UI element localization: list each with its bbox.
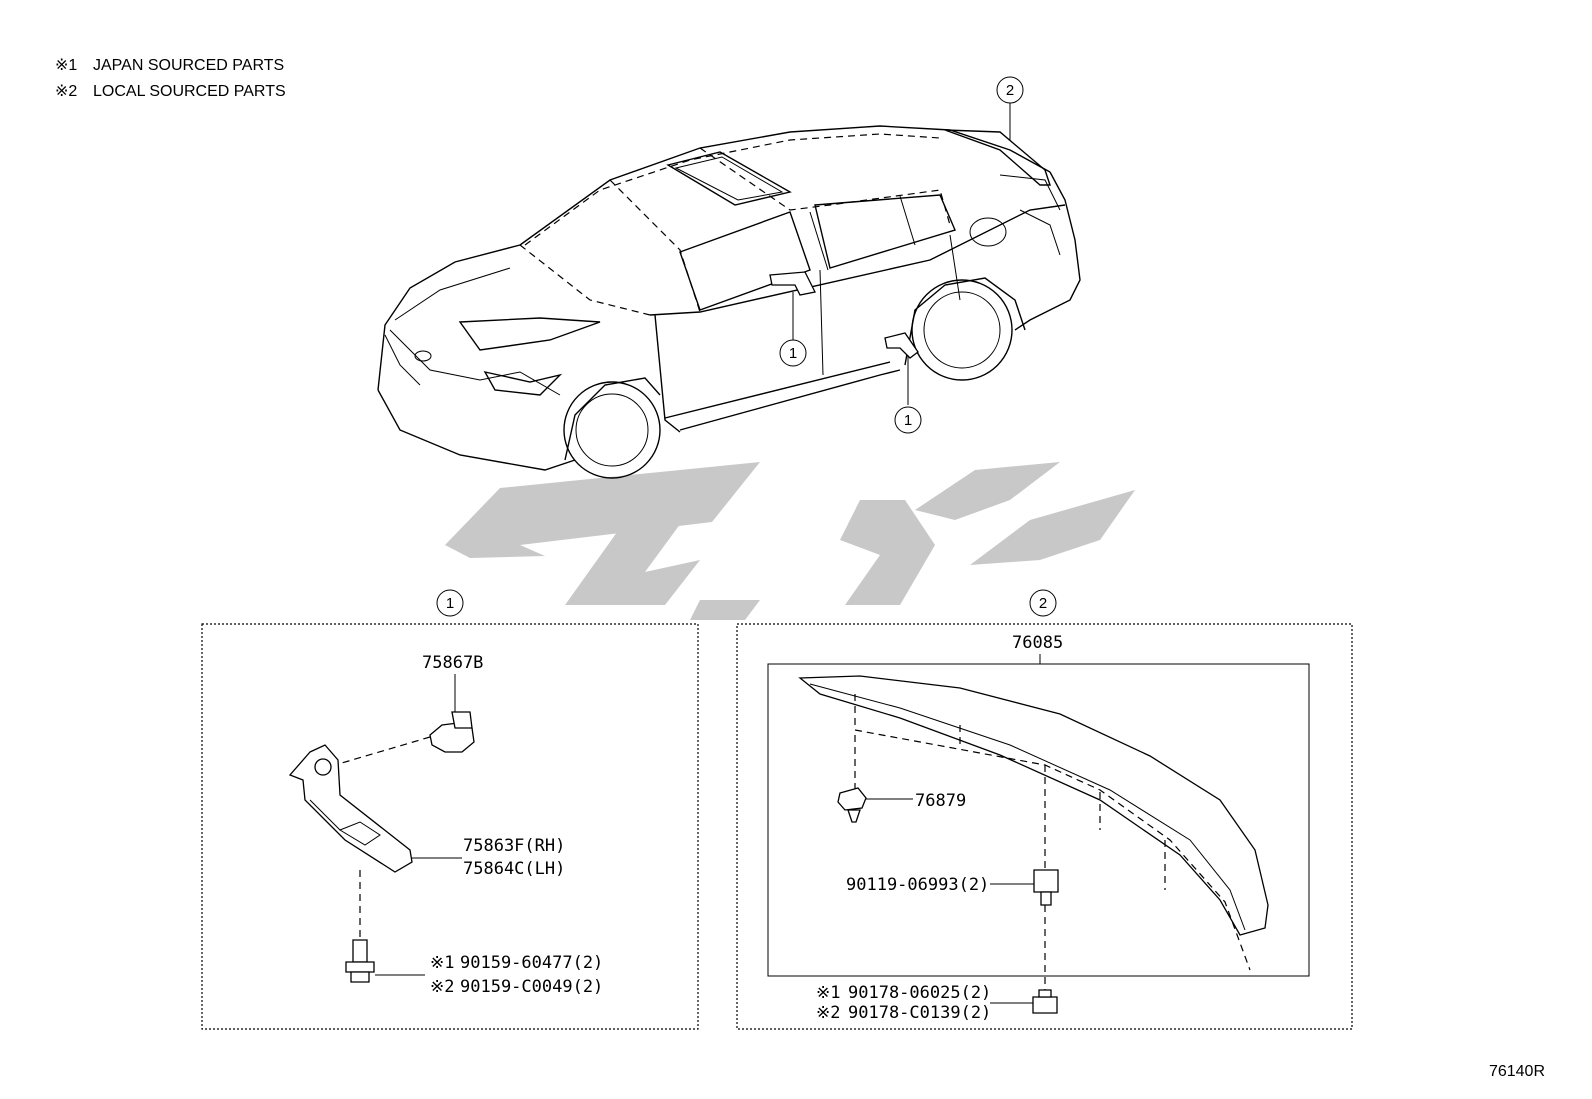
panel-1-door-bracket: 1 75867B 75863F(RH) 75864C(LH) ※1 90159-… xyxy=(201,589,699,1030)
legend-mark-1: ※1 xyxy=(55,57,77,74)
legend-text-2: LOCAL SOURCED PARTS xyxy=(93,83,286,100)
part-90159-60477-label: 90159-60477(2) xyxy=(460,953,603,973)
watermark-logo xyxy=(445,462,1135,620)
nut-japan-mark: ※1 xyxy=(816,983,840,1003)
part-90119-06993-label: 90119-06993(2) xyxy=(846,875,989,895)
legend-text-1: JAPAN SOURCED PARTS xyxy=(93,57,284,74)
part-75864c-lh-label: 75864C(LH) xyxy=(463,859,565,879)
callout-spoiler: 2 xyxy=(996,76,1024,104)
part-90178-c0139-label: 90178-C0139(2) xyxy=(848,1003,991,1023)
part-90178-06025-label: 90178-06025(2) xyxy=(848,983,991,1003)
nut-local-mark: ※2 xyxy=(816,1003,840,1023)
car-illustration xyxy=(377,103,1081,479)
callout-door-left-number: 1 xyxy=(789,345,797,362)
legend-mark-2: ※2 xyxy=(55,83,77,100)
part-75863f-rh-label: 75863F(RH) xyxy=(463,836,565,856)
callout-door-right: 1 xyxy=(894,406,922,434)
diagram-code: 76140R xyxy=(1489,1063,1545,1080)
legend: ※1 JAPAN SOURCED PARTS ※2 LOCAL SOURCED … xyxy=(55,57,286,100)
panel-2-rear-spoiler: 2 76085 76879 90119-06993(2) ※1 90178-06… xyxy=(736,589,1353,1030)
callout-spoiler-number: 2 xyxy=(1006,82,1014,99)
callout-door-left: 1 xyxy=(779,339,807,367)
screw-local-mark: ※2 xyxy=(430,977,454,997)
callout-door-right-number: 1 xyxy=(904,412,912,429)
part-75867b-label: 75867B xyxy=(422,653,483,673)
panel-2-callout-number: 2 xyxy=(1039,595,1047,612)
part-76879-label: 76879 xyxy=(915,791,966,811)
panel-1-callout-number: 1 xyxy=(446,595,454,612)
part-90159-c0049-label: 90159-C0049(2) xyxy=(460,977,603,997)
screw-japan-mark: ※1 xyxy=(430,953,454,973)
part-76085-label: 76085 xyxy=(1012,633,1063,653)
